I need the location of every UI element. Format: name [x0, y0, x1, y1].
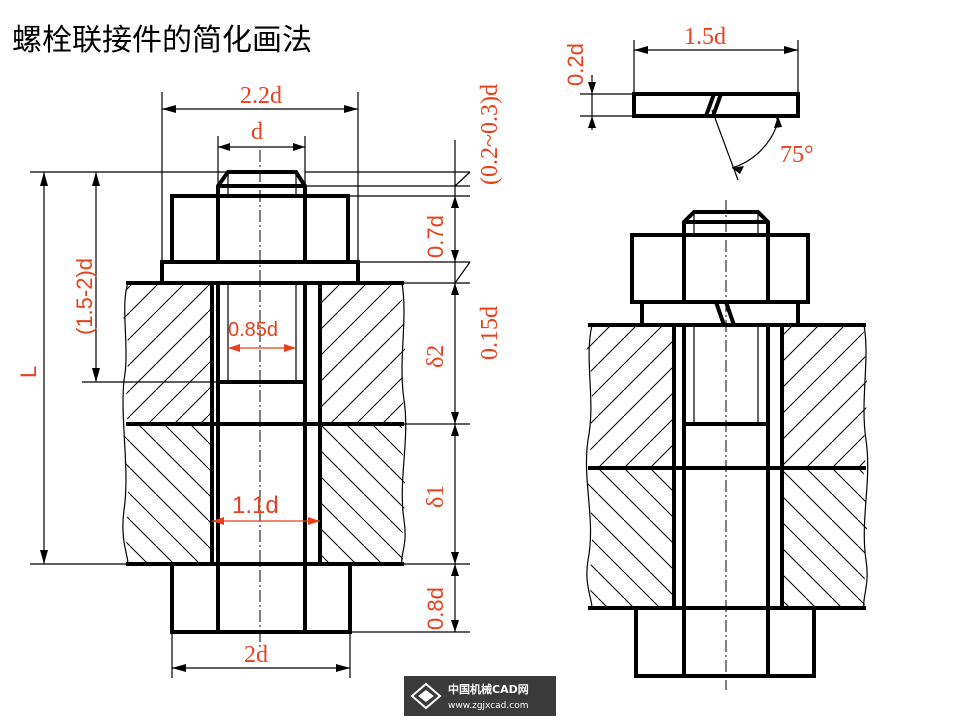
dim-washer-thick: 0.15d — [477, 306, 503, 360]
spring-washer-detail: 1.5d 0.2d 75° — [563, 24, 814, 181]
dim-thread-end: (0.2~0.3)d — [477, 84, 503, 185]
watermark-name: 中国机械CAD网 — [448, 682, 529, 696]
dim-nut-height: 0.7d — [423, 215, 448, 258]
page-title: 螺栓联接件的简化画法 — [12, 23, 312, 58]
dim-head-width: 2d — [244, 642, 268, 668]
dim-thread-d: d — [251, 119, 263, 145]
dim-delta1: δ1 — [423, 485, 449, 508]
dim-delta2: δ2 — [423, 345, 449, 368]
left-bolt-assembly: 2.2d d (0.2~0.3)d 0.7d 0.15d δ2 δ1 0.8d — [16, 83, 503, 678]
right-bolt-assembly — [585, 200, 869, 690]
upper-plate — [122, 283, 406, 424]
dim-head-height: 0.8d — [423, 587, 448, 630]
lower-plate — [122, 424, 406, 564]
dim-spring-angle: 75° — [780, 142, 814, 168]
dim-length-L: L — [16, 366, 41, 378]
watermark-logo: 中国机械CAD网 www.zgjxcad.com — [404, 676, 556, 716]
watermark-url: www.zgjxcad.com — [448, 701, 528, 711]
logo-icon — [410, 682, 442, 710]
dim-nut-width: 2.2d — [240, 83, 282, 109]
dim-minor-diam: 0.85d — [228, 319, 278, 341]
dim-hole-diam: 1.1d — [232, 492, 279, 519]
dim-spring-thick: 0.2d — [563, 43, 588, 86]
dim-length-partial: (1.5-2)d — [72, 258, 97, 335]
dim-spring-width: 1.5d — [684, 24, 726, 50]
bolt-head — [170, 562, 352, 634]
